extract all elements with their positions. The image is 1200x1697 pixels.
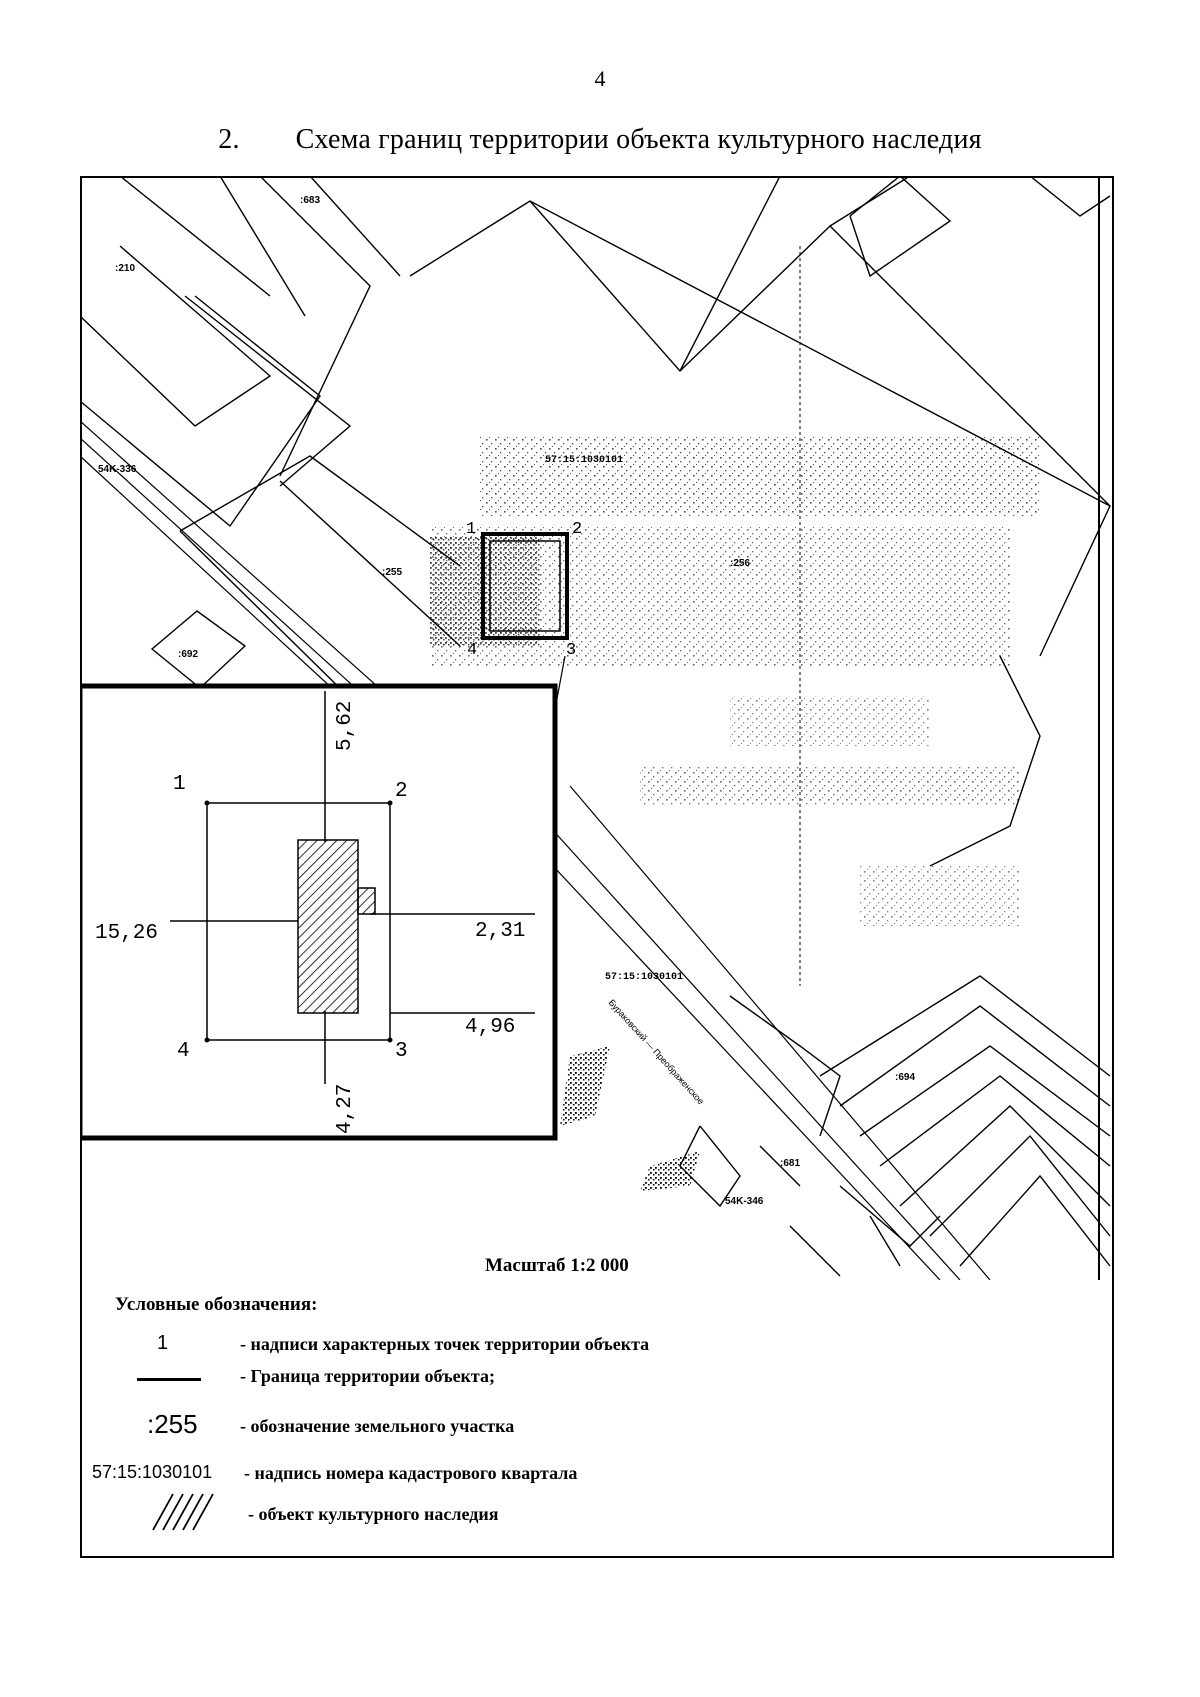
title-text: Схема границ территории объекта культурн… xyxy=(295,124,982,155)
inset-point-3: 3 xyxy=(395,1040,408,1063)
map-point-1: 1 xyxy=(466,520,476,539)
title-number: 2. xyxy=(218,124,240,155)
scan-texture xyxy=(430,436,1040,1191)
parcel-label-694: :694 xyxy=(895,1072,915,1083)
inset-detail: 1 2 3 4 15,26 2,31 4,96 5,62 4,27 xyxy=(80,683,558,1141)
inset-point-4: 4 xyxy=(177,1040,190,1063)
object-boundary xyxy=(481,532,569,640)
legend-text-quarter: - надпись номера кадастрового квартала xyxy=(244,1463,578,1483)
legend-symbol-hatch-icon xyxy=(152,1493,214,1531)
page-number: 4 xyxy=(594,66,606,91)
road-code-right: 54K-346 xyxy=(725,1196,764,1207)
parcel-label-255: :255 xyxy=(382,567,402,578)
cadastral-map: 1 2 3 4 :683 :210 :255 :256 :692 :694 :6… xyxy=(80,176,1111,1280)
inset-point-1: 1 xyxy=(173,773,186,796)
legend-text-heritage: - объект культурного наследия xyxy=(248,1504,499,1524)
parcel-label-256: :256 xyxy=(730,558,750,569)
inset-dim-left: 15,26 xyxy=(95,922,158,945)
legend-text-point: - надписи характерных точек территории о… xyxy=(240,1334,650,1354)
legend-text-boundary: - Граница территории объекта; xyxy=(240,1366,495,1386)
page-title: 2. Схема границ территории объекта культу… xyxy=(0,124,1200,156)
parcel-lines xyxy=(80,176,1111,1277)
parcel-label-683: :683 xyxy=(300,195,320,206)
legend-symbol-boundary-line xyxy=(137,1378,201,1381)
scale-label: Масштаб 1:2 000 xyxy=(485,1255,629,1276)
inset-dim-bottom: 4,27 xyxy=(334,1084,357,1134)
frame-right-edge xyxy=(1098,176,1100,1280)
legend-symbol-parcel: :255 xyxy=(147,1409,198,1439)
inset-dim-right-upper: 2,31 xyxy=(475,920,525,943)
inset-point-2: 2 xyxy=(395,780,408,803)
map-point-2: 2 xyxy=(572,520,582,539)
road-code-left: 54K-336 xyxy=(98,464,137,475)
quarter-label-bottom: 57:15:1030101 xyxy=(605,972,683,983)
parcel-label-681: :681 xyxy=(780,1158,800,1169)
map-point-3: 3 xyxy=(566,641,576,660)
legend-title: Условные обозначения: xyxy=(115,1294,318,1315)
inset-dim-right-lower: 4,96 xyxy=(465,1016,515,1039)
parcel-label-210: :210 xyxy=(115,263,135,274)
inset-dim-top: 5,62 xyxy=(334,701,357,751)
map-point-4: 4 xyxy=(467,641,477,660)
quarter-label-top: 57:15:1030101 xyxy=(545,455,623,466)
legend-symbol-quarter: 57:15:1030101 xyxy=(92,1462,213,1482)
parcel-label-692: :692 xyxy=(178,649,198,660)
legend-symbol-point: 1 xyxy=(157,1332,169,1354)
legend-text-parcel: - обозначение земельного участка xyxy=(240,1416,515,1436)
